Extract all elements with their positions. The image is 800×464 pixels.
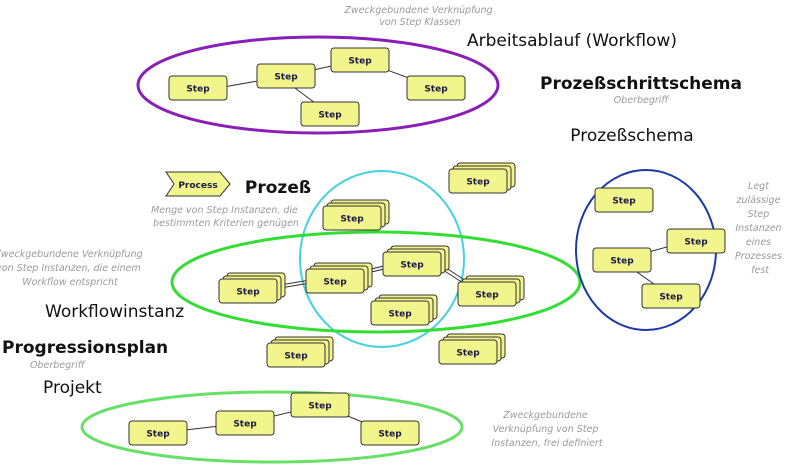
label-prozessschrittschema: Prozeßschrittschema	[540, 74, 742, 94]
step-box	[218, 278, 278, 304]
label-prozessschrittschema-sub: Oberbegriff	[614, 95, 670, 106]
step-node: Step	[438, 333, 506, 365]
step-node: Step	[128, 420, 188, 446]
step-box	[592, 247, 652, 273]
step-label: Step	[424, 85, 448, 95]
step-label: Step	[318, 111, 342, 121]
label-progressionsplan: Progressionsplan	[2, 338, 168, 358]
step-node: Step	[594, 187, 654, 213]
step-box	[266, 342, 326, 368]
step-node: Step	[592, 247, 652, 273]
step-label: Step	[308, 402, 332, 412]
step-node: Step	[305, 262, 373, 294]
step-box	[382, 251, 442, 277]
step-label: Step	[659, 293, 683, 303]
step-label: Step	[475, 291, 499, 301]
step-box	[448, 168, 508, 194]
step-label: Step	[684, 238, 708, 248]
step-label: Step	[388, 310, 412, 320]
step-box	[370, 300, 430, 326]
step-box	[256, 63, 316, 89]
process-shape: Process	[165, 171, 231, 197]
step-label: Step	[348, 57, 372, 67]
prozess-ellipse	[299, 170, 465, 348]
step-label: Step	[284, 352, 308, 362]
step-label: Step	[146, 430, 170, 440]
step-label: Step	[378, 430, 402, 440]
step-box	[128, 420, 188, 446]
step-box	[457, 281, 517, 307]
step-node: Step	[218, 272, 286, 304]
step-node: Step	[457, 275, 525, 307]
step-label: Step	[233, 420, 257, 430]
step-node: Step	[266, 336, 334, 368]
step-box	[300, 101, 360, 127]
step-node: Step	[370, 294, 438, 326]
step-node: Step	[448, 162, 516, 194]
step-box	[406, 75, 466, 101]
step-label: Step	[274, 73, 298, 83]
note-workflow-desc: Zweckgebundene Verknüpfung von Step Inst…	[0, 249, 146, 288]
step-label: Step	[340, 215, 364, 225]
step-box	[168, 75, 228, 101]
step-node: Step	[290, 392, 350, 418]
step-node: Step	[322, 199, 390, 231]
step-box	[666, 228, 726, 254]
step-node: Step	[360, 420, 420, 446]
step-box	[360, 420, 420, 446]
step-box	[322, 205, 382, 231]
label-projekt: Projekt	[43, 378, 102, 398]
step-node: Step	[382, 245, 450, 277]
step-label: Step	[236, 288, 260, 298]
step-label: Step	[400, 261, 424, 271]
projekt-links	[159, 404, 391, 434]
workflow-ellipse	[136, 35, 500, 135]
note-prozess-desc: Menge von Step Instanzen, die bestimmten…	[151, 205, 301, 229]
step-node: Step	[215, 410, 275, 436]
step-box	[594, 187, 654, 213]
label-prozess: Prozeß	[245, 178, 311, 198]
step-node: Step	[406, 75, 466, 101]
step-box	[641, 283, 701, 309]
process-label: Process	[178, 181, 217, 191]
label-workflowinstanz: Workflowinstanz	[45, 302, 184, 322]
step-node: Step	[256, 63, 316, 89]
label-arbeitsablauf: Arbeitsablauf (Workflow)	[467, 31, 677, 51]
step-box	[305, 268, 365, 294]
step-label: Step	[323, 278, 347, 288]
step-label: Step	[456, 349, 480, 359]
step-label: Step	[612, 197, 636, 207]
step-box	[438, 339, 498, 365]
step-box	[330, 47, 390, 73]
step-label: Step	[466, 178, 490, 188]
step-node: Step	[168, 75, 228, 101]
step-node: Step	[330, 47, 390, 73]
note-bottom-right: Zweckgebundene Verknüpfung von Step Inst…	[491, 410, 603, 449]
label-prozessschema: Prozeßschema	[570, 126, 693, 146]
note-top-center: Zweckgebundene Verknüpfung von Step Klas…	[343, 5, 495, 28]
workflowinstanz-ellipse	[170, 230, 582, 334]
step-node: Step	[300, 101, 360, 127]
step-node: Step	[666, 228, 726, 254]
step-label: Step	[610, 257, 634, 267]
projekt-ellipse	[80, 390, 464, 464]
steps-layer: StepStepStepStepStepStepStepStepStepStep…	[128, 47, 726, 446]
label-progressionsplan-sub: Oberbegriff	[30, 360, 86, 371]
step-label: Step	[186, 85, 210, 95]
step-node: Step	[641, 283, 701, 309]
step-box	[215, 410, 275, 436]
step-box	[290, 392, 350, 418]
note-right-side: Legt zulässige Step Instanzen eines Proz…	[735, 181, 785, 276]
